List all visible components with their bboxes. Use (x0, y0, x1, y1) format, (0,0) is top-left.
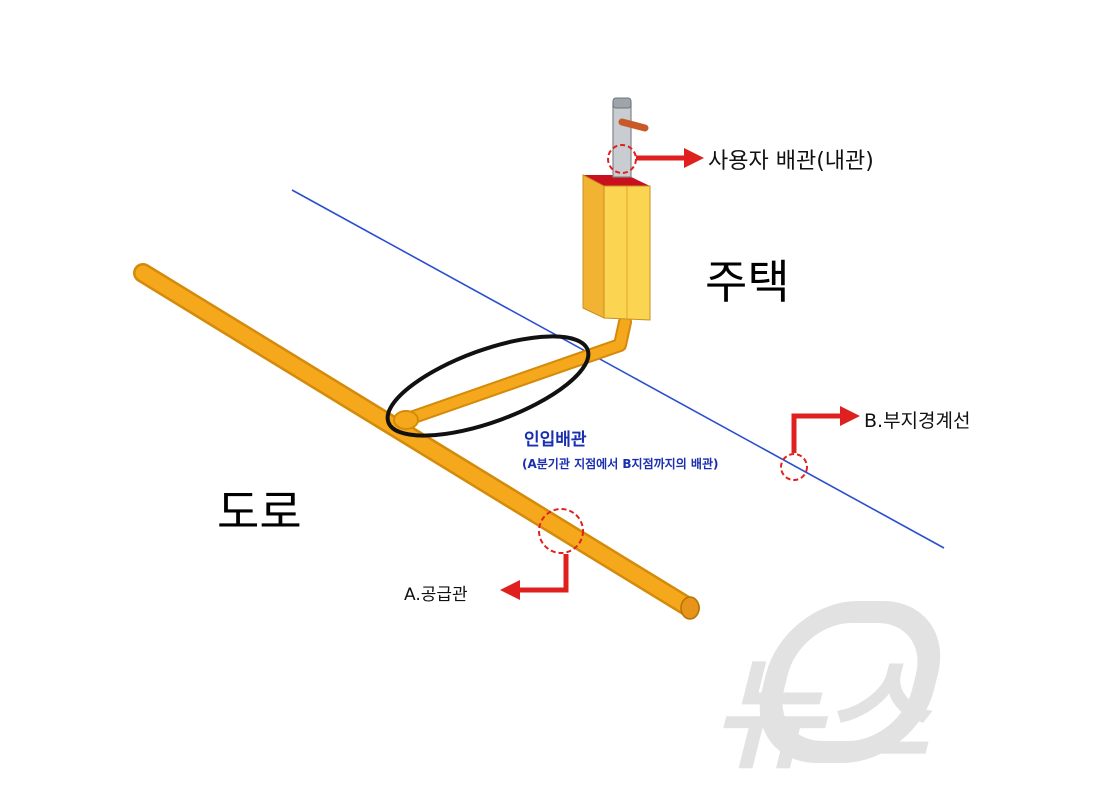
intake-pipe-description: (A분기관 지점에서 B지점까지의 배관) (522, 457, 719, 471)
boundary-label: B.부지경계선 (864, 410, 971, 432)
intake-pipe-label: 인입배관 (524, 430, 587, 450)
watermark-text: 뉴스 (712, 647, 929, 786)
user-pipe-label: 사용자 배관(내관) (708, 149, 874, 174)
user-pipe-riser (612, 97, 649, 178)
supply-arrow (500, 554, 569, 600)
boundary-arrow (791, 406, 860, 453)
house-box (582, 174, 651, 321)
gas-pipe-diagram (133, 97, 945, 763)
house-label: 주택 (705, 255, 790, 309)
boundary-marker (780, 453, 808, 481)
intake-highlight (385, 334, 591, 438)
supply-pipe (133, 263, 700, 620)
supply-marker (538, 508, 584, 554)
road-label: 도로 (217, 485, 302, 539)
intake-pipe (393, 315, 632, 430)
boundary-line (291, 189, 945, 549)
supply-pipe-label: A.공급관 (404, 585, 468, 605)
watermark-logo-icon (759, 601, 941, 763)
